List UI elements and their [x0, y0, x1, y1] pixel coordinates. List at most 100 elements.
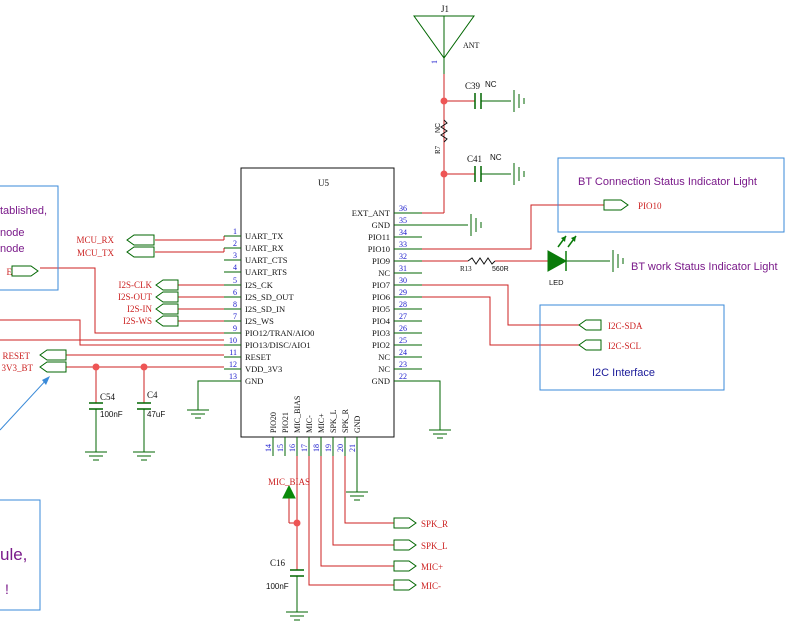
annotation-left-top-3: node [0, 243, 24, 255]
pin-number: 11 [229, 348, 237, 357]
net-flag-icon [393, 517, 417, 529]
net-flag-icon [155, 279, 179, 291]
net-label-3v3: 3V3_BT [2, 363, 34, 373]
cap-value: 100nF [100, 410, 123, 419]
pin-name: PIO3 [372, 328, 390, 338]
pin-name: UART_RTS [245, 267, 287, 277]
pin-number: 35 [399, 216, 407, 225]
pin-name: SPK_R [341, 408, 350, 433]
wire [344, 456, 394, 524]
wire [422, 204, 604, 250]
pin-number: 3 [233, 251, 237, 260]
net-label-mic-plus: MIC+ [421, 562, 443, 572]
cap-ref: C54 [100, 392, 116, 402]
pin-name: UART_CTS [245, 255, 288, 265]
pin-name: GND [372, 376, 390, 386]
pin-number: 13 [229, 372, 237, 381]
junction-dot [140, 363, 148, 371]
resistor-ref: R7 [434, 145, 442, 154]
pin-number: 9 [233, 324, 237, 333]
resistor-value: NC [435, 123, 442, 133]
resistor-icon [440, 119, 448, 143]
pin-number: 8 [233, 300, 237, 309]
pin-name: RESET [245, 352, 272, 362]
pin-number: 36 [399, 204, 407, 213]
power-arrow-icon [282, 484, 296, 499]
pin-number: 2 [233, 239, 237, 248]
net-flag-icon [126, 234, 155, 246]
wires [0, 58, 610, 612]
pin-number: 14 [264, 444, 273, 452]
net-label-i2c-scl: I2C-SCL [608, 341, 641, 351]
ic-ref: U5 [318, 178, 329, 188]
net-flag-icon [39, 349, 67, 361]
pin-name: PIO6 [372, 292, 390, 302]
pin-name: MIC+ [317, 413, 326, 433]
led-icon [547, 250, 568, 272]
pin-number: 6 [233, 288, 237, 297]
pin-number: 5 [233, 276, 237, 285]
pin-name: UART_RX [245, 243, 284, 253]
antenna-pin: 1 [430, 60, 439, 64]
antenna-label: ANT [463, 41, 480, 50]
pin-number: 31 [399, 264, 407, 273]
led-label: LED [549, 278, 564, 287]
callout-arrow [0, 377, 49, 431]
pin-number: 30 [399, 276, 407, 285]
net-label-i2c-sda: I2C-SDA [608, 321, 643, 331]
cap-value: NC [490, 153, 502, 162]
resistor-icon [467, 257, 496, 265]
led-icon [561, 236, 566, 242]
pin-name: VDD_3V3 [245, 364, 282, 374]
pin-number: 33 [399, 240, 407, 249]
pin-number: 27 [399, 312, 407, 321]
cap-value: 100nF [266, 582, 289, 591]
junction-dot [440, 170, 448, 178]
cap-ref: C39 [465, 81, 481, 91]
net-flag-icon [393, 579, 417, 591]
net-flag-icon [11, 265, 39, 277]
pin-number: 12 [229, 360, 237, 369]
pin-number: 28 [399, 300, 407, 309]
wire [332, 456, 394, 546]
net-flag-icon [155, 315, 179, 327]
net-label-reset: RESET [2, 351, 30, 361]
pin-number: 19 [324, 444, 333, 452]
pin-number: 15 [276, 444, 285, 452]
resistor-value: 560R [492, 266, 509, 273]
pin-number: 16 [288, 444, 297, 452]
annotation-bt-work: BT work Status Indicator Light [631, 261, 778, 273]
cap-ref: C41 [467, 154, 482, 164]
pin-name: I2S_SD_OUT [245, 292, 294, 302]
wire [0, 319, 224, 346]
pin-name: GND [372, 220, 390, 230]
pin-name: PIO5 [372, 304, 390, 314]
junction-dot [293, 519, 301, 527]
net-flag-icon [155, 291, 179, 303]
annotation-left-top-1: tablished, [0, 205, 47, 217]
antenna-ref: J1 [441, 4, 449, 14]
wire [320, 456, 394, 567]
pin-name: UART_TX [245, 231, 283, 241]
pin-number: 10 [229, 336, 237, 345]
pin-name: PIO2 [372, 340, 390, 350]
cap-ref: C16 [270, 558, 286, 568]
net-label-mcu-tx: MCU_TX [77, 248, 115, 258]
net-label-spk-r: SPK_R [421, 519, 448, 529]
net-label-i2s: I2S-WS [123, 316, 152, 326]
net-flag-icon [578, 319, 602, 331]
net-flag-icon [126, 246, 155, 258]
resistor-ref: R13 [460, 265, 472, 273]
pin-name: NC [378, 268, 390, 278]
cap-value: NC [485, 80, 497, 89]
pin-name: PIO9 [372, 256, 390, 266]
net-label-mic-minus: MIC- [421, 581, 441, 591]
pin-name: NC [378, 364, 390, 374]
net-label-i2s: I2S-CLK [119, 280, 153, 290]
wire [422, 296, 579, 346]
wire [40, 267, 224, 334]
annotation-left-bottom-box [0, 499, 41, 611]
net-flag-icon [578, 339, 602, 351]
pin-number: 25 [399, 336, 407, 345]
